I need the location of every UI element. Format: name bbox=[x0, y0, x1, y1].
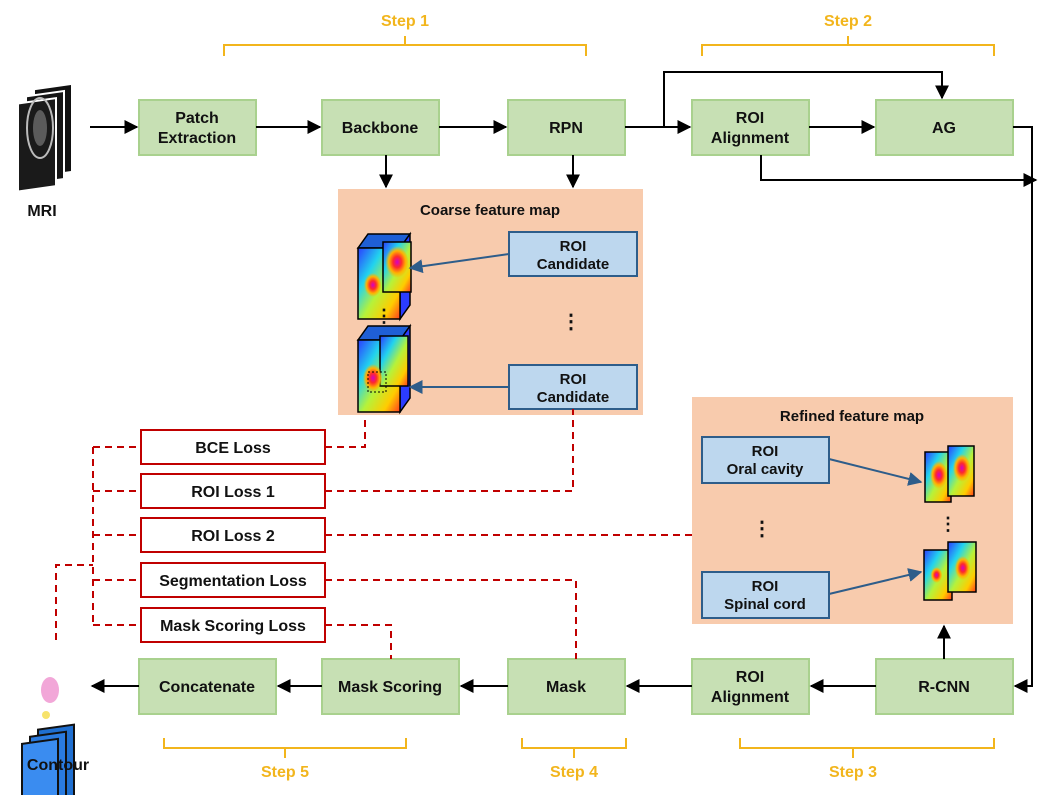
seg-loss-to-mask bbox=[325, 579, 577, 659]
roi-candidate-box-2: ROI Candidate bbox=[508, 364, 638, 410]
roi-alignment-top-line1: ROI bbox=[736, 110, 764, 127]
roi-spinal-cord-line2: Spinal cord bbox=[724, 596, 806, 613]
segmentation-loss-label: Segmentation Loss bbox=[159, 573, 307, 590]
step3-brace bbox=[739, 738, 995, 758]
roi-spinal-cord-line1: ROI bbox=[752, 578, 779, 595]
patch-extraction-line1: Patch bbox=[175, 110, 219, 127]
step5-brace bbox=[163, 738, 407, 758]
concatenate-block: Concatenate bbox=[138, 658, 277, 715]
roi-candidate-2-line1: ROI bbox=[560, 371, 587, 388]
contour-stack-icon bbox=[21, 677, 75, 795]
ag-block: AG bbox=[875, 99, 1014, 156]
patch-extraction-line2: Extraction bbox=[158, 130, 236, 147]
refined-feature-cube-upper bbox=[924, 445, 975, 503]
coarse-feature-cube-upper bbox=[356, 231, 412, 322]
mask-block: Mask bbox=[507, 658, 626, 715]
mri-stack-icon bbox=[17, 82, 73, 193]
roi-oral-cavity-line2: Oral cavity bbox=[727, 461, 804, 478]
backbone-label: Backbone bbox=[342, 120, 419, 137]
segmentation-loss-box: Segmentation Loss bbox=[140, 562, 326, 598]
mask-scoring-loss-label: Mask Scoring Loss bbox=[160, 618, 306, 635]
rcnn-label: R-CNN bbox=[918, 679, 970, 696]
roi-oral-cavity-line1: ROI bbox=[752, 443, 779, 460]
coarse-feature-map-title: Coarse feature map bbox=[420, 202, 560, 219]
refined-cube-ellipsis: ⋮ bbox=[939, 514, 957, 534]
refined-roi-ellipsis: ⋮ bbox=[752, 518, 772, 540]
roi-alignment-bottom-line2: Alignment bbox=[711, 689, 790, 706]
bce-loss-box: BCE Loss bbox=[140, 429, 326, 465]
mri-label: MRI bbox=[27, 203, 56, 220]
step2-brace bbox=[701, 36, 995, 56]
rpn-label: RPN bbox=[549, 120, 583, 137]
roi-candidate-box-1: ROI Candidate bbox=[508, 231, 638, 277]
arrow-roi-alignment-to-right-bus bbox=[760, 155, 1038, 187]
mask-scoring-block: Mask Scoring bbox=[321, 658, 460, 715]
coarse-cube-ellipsis: ⋮ bbox=[375, 306, 393, 326]
bce-loss-to-coarse-map bbox=[325, 415, 366, 448]
roi-loss-1-box: ROI Loss 1 bbox=[140, 473, 326, 509]
coarse-feature-map-panel: Coarse feature map ⋮ ROI Candidate ⋮ bbox=[338, 189, 643, 415]
backbone-block: Backbone bbox=[321, 99, 440, 156]
roi-oral-cavity-pointer bbox=[828, 458, 923, 486]
refined-feature-map-title: Refined feature map bbox=[780, 408, 924, 425]
patch-extraction-block: Patch Extraction bbox=[138, 99, 257, 156]
concatenate-label: Concatenate bbox=[159, 679, 255, 696]
roi-candidate-1-line2: Candidate bbox=[537, 256, 610, 273]
rcnn-block: R-CNN bbox=[875, 658, 1014, 715]
coarse-feature-cube-lower bbox=[356, 323, 412, 415]
roi-candidate-2-line2: Candidate bbox=[537, 389, 610, 406]
step4-brace bbox=[521, 738, 627, 758]
bce-loss-label: BCE Loss bbox=[195, 440, 271, 457]
arrow-rpn-to-ag-bypass bbox=[663, 71, 949, 127]
step4-label: Step 4 bbox=[550, 764, 598, 781]
ms-loss-to-mask-scoring bbox=[325, 624, 392, 659]
roi-alignment-top-line2: Alignment bbox=[711, 130, 790, 147]
roi-spinal-cord-pointer bbox=[828, 568, 923, 595]
arrow-ag-to-rcnn bbox=[1013, 126, 1033, 693]
roi-candidate-1-line1: ROI bbox=[560, 238, 587, 255]
roi-loss-2-label: ROI Loss 2 bbox=[191, 528, 275, 545]
roi-alignment-top-block: ROI Alignment bbox=[691, 99, 810, 156]
mask-label: Mask bbox=[546, 679, 586, 696]
roi-oral-cavity-box: ROI Oral cavity bbox=[701, 436, 830, 484]
refined-feature-map-panel: Refined feature map ROI Oral cavity ⋮ RO… bbox=[692, 397, 1013, 624]
refined-feature-cube-lower bbox=[923, 541, 977, 601]
roi-loss-1-label: ROI Loss 1 bbox=[191, 484, 275, 501]
roi-candidate-ellipsis: ⋮ bbox=[561, 311, 581, 333]
step1-brace bbox=[223, 36, 587, 56]
roi-loss-1-to-candidate bbox=[325, 409, 574, 492]
contour-label: Contour bbox=[27, 757, 89, 774]
step1-label: Step 1 bbox=[381, 13, 429, 30]
roi-alignment-bottom-block: ROI Alignment bbox=[691, 658, 810, 715]
mask-scoring-loss-box: Mask Scoring Loss bbox=[140, 607, 326, 643]
roi-loss-2-box: ROI Loss 2 bbox=[140, 517, 326, 553]
loss-bus-to-contour bbox=[55, 564, 93, 640]
roi-alignment-bottom-line1: ROI bbox=[736, 669, 764, 686]
mask-scoring-label: Mask Scoring bbox=[338, 679, 442, 696]
step5-label: Step 5 bbox=[261, 764, 309, 781]
step2-label: Step 2 bbox=[824, 13, 872, 30]
roi-spinal-cord-box: ROI Spinal cord bbox=[701, 571, 830, 619]
rpn-block: RPN bbox=[507, 99, 626, 156]
ag-label: AG bbox=[932, 120, 956, 137]
step3-label: Step 3 bbox=[829, 764, 877, 781]
roi-candidate-1-pointer bbox=[408, 253, 510, 274]
